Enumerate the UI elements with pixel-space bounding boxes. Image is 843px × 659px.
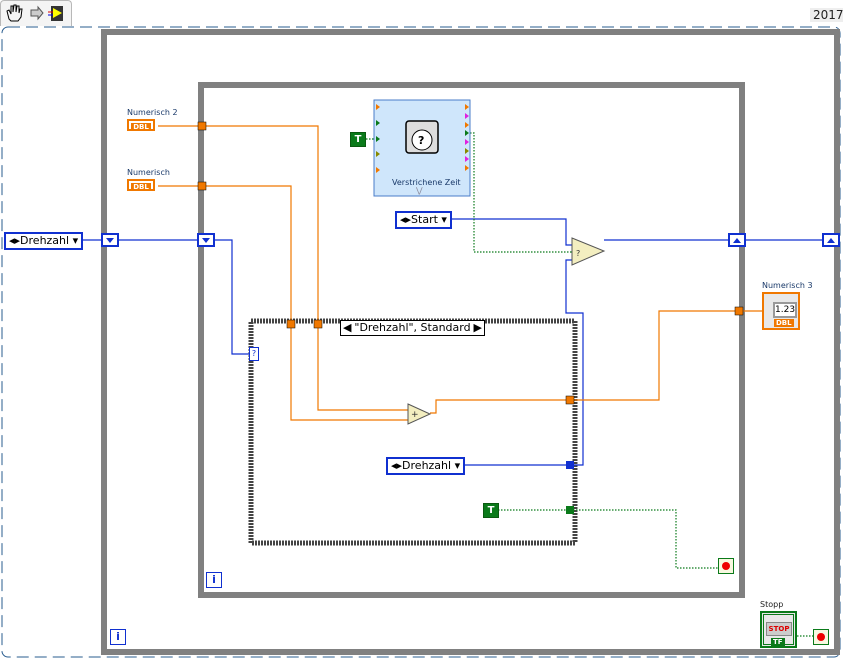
drehzahl-enum-constant-outer[interactable]: ◂▸Drehzahl ▾ bbox=[4, 232, 84, 250]
type-badge: DBL bbox=[131, 123, 151, 131]
enum-wires bbox=[77, 218, 823, 466]
elapsed-time-express-vi[interactable]: ? bbox=[373, 99, 471, 197]
true-constant[interactable]: T bbox=[350, 132, 366, 147]
enum-value: Start bbox=[411, 213, 438, 226]
prev-case-icon[interactable]: ◀ bbox=[343, 321, 352, 334]
inner-while-loop[interactable] bbox=[198, 82, 745, 598]
shift-register-left-outer[interactable] bbox=[101, 233, 119, 247]
highlight-execution-icon[interactable] bbox=[48, 6, 63, 21]
version-label: 2017 bbox=[810, 8, 843, 22]
numerisch3-indicator[interactable]: 1.23 DBL bbox=[762, 292, 800, 330]
step-arrow-icon[interactable] bbox=[30, 5, 44, 21]
numeric-display: 1.23 bbox=[773, 302, 797, 318]
numerisch-control[interactable]: DBL bbox=[127, 179, 155, 191]
numerisch2-label: Numerisch 2 bbox=[127, 108, 178, 117]
svg-text:?: ? bbox=[418, 134, 424, 147]
iteration-terminal-inner: i bbox=[206, 572, 222, 588]
numerisch3-label: Numerisch 3 bbox=[762, 281, 813, 290]
drehzahl-enum-constant-inner[interactable]: ◂▸Drehzahl ▾ bbox=[386, 457, 466, 475]
shift-register-right-inner[interactable] bbox=[728, 233, 746, 247]
case-selector-label[interactable]: ◀"Drehzahl", Standard▶ bbox=[340, 320, 485, 336]
bool-tunnel bbox=[566, 506, 574, 514]
case-name: "Drehzahl", Standard bbox=[354, 321, 471, 334]
start-enum-constant[interactable]: ◂▸Start ▾ bbox=[395, 211, 452, 229]
outer-while-loop[interactable] bbox=[101, 29, 840, 655]
dbl-tunnels bbox=[197, 121, 744, 405]
loop-condition-inner-icon[interactable] bbox=[718, 558, 734, 574]
elapsed-time-label: Verstrichene Zeit bbox=[392, 178, 461, 187]
enum-value: Drehzahl bbox=[402, 459, 452, 472]
dbl-wires bbox=[158, 125, 762, 421]
next-case-icon[interactable]: ▶ bbox=[473, 321, 482, 334]
numerisch2-control[interactable]: DBL bbox=[127, 119, 155, 131]
svg-text:?: ? bbox=[576, 249, 580, 258]
shift-register-right-outer[interactable] bbox=[822, 233, 840, 247]
svg-text:+: + bbox=[411, 410, 419, 420]
enum-value: Drehzahl bbox=[20, 234, 70, 247]
bool-wires bbox=[366, 132, 813, 637]
type-badge: DBL bbox=[774, 319, 794, 327]
type-badge: DBL bbox=[131, 183, 151, 191]
stopp-label: Stopp bbox=[760, 600, 784, 609]
toolbar-icons bbox=[6, 4, 63, 22]
shift-register-left-inner[interactable] bbox=[197, 233, 215, 247]
expand-chevron-icon[interactable]: ⋁ bbox=[416, 186, 423, 195]
enum-tunnel bbox=[566, 461, 574, 469]
toolbar bbox=[0, 0, 72, 26]
iteration-terminal-outer: i bbox=[110, 629, 126, 645]
loop-condition-outer-icon[interactable] bbox=[813, 629, 829, 645]
case-selector-terminal[interactable]: ? bbox=[249, 347, 259, 361]
add-function[interactable]: + bbox=[407, 403, 432, 425]
select-function[interactable]: ? bbox=[571, 237, 606, 266]
stop-button-face: STOP bbox=[766, 622, 792, 636]
true-constant-inner[interactable]: T bbox=[483, 503, 499, 518]
stopp-button-terminal[interactable]: STOP TF bbox=[760, 611, 797, 648]
type-badge: TF bbox=[771, 638, 785, 646]
numerisch-label: Numerisch bbox=[127, 168, 170, 177]
hand-icon[interactable] bbox=[6, 4, 23, 22]
